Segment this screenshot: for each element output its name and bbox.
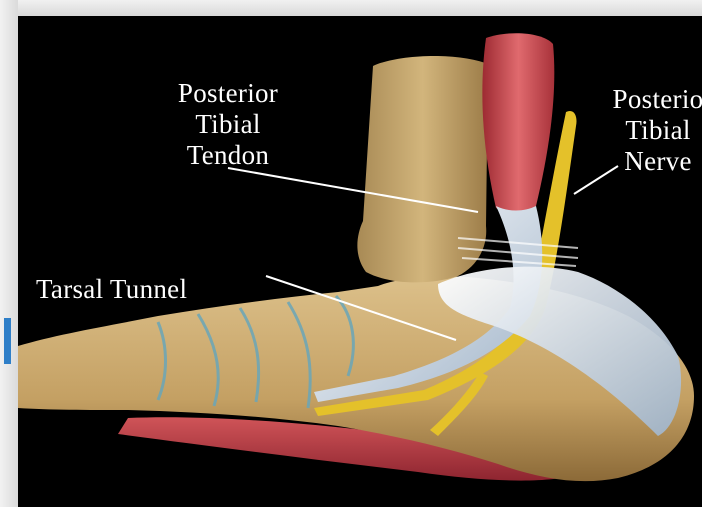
tarsal-tunnel-label: Tarsal Tunnel	[36, 274, 276, 305]
top-frame-strip	[0, 0, 702, 16]
ptn-line-1: Posterio	[578, 84, 702, 115]
tibialis-muscle	[482, 33, 554, 214]
slide-accent-bar	[4, 318, 11, 364]
ptt-line-1: Posterior	[148, 78, 308, 109]
posterior-tibial-nerve-label: Posterio Tibial Nerve	[578, 84, 702, 177]
posterior-tibial-tendon-label: Posterior Tibial Tendon	[148, 78, 308, 171]
left-frame-strip	[0, 0, 18, 507]
ankle-anatomy-illustration: Posterior Tibial Tendon Posterio Tibial …	[18, 16, 702, 507]
ptt-line-2: Tibial	[148, 109, 308, 140]
ptn-line-2: Tibial	[578, 115, 702, 146]
ptn-line-3: Nerve	[578, 146, 702, 177]
ptt-line-3: Tendon	[148, 140, 308, 171]
